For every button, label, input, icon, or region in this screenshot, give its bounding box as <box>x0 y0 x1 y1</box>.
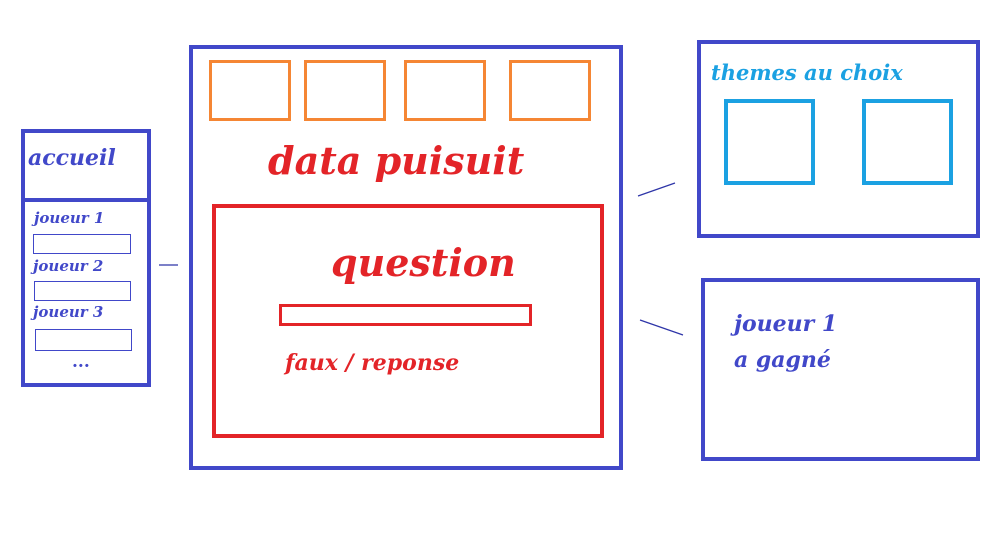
accueil-title: accueil <box>28 145 116 171</box>
player-2-input[interactable] <box>34 281 131 301</box>
question-panel <box>212 204 604 438</box>
category-tile-1[interactable] <box>209 60 291 121</box>
winner-panel <box>701 278 980 461</box>
question-title: question <box>331 240 516 285</box>
winner-line-1: joueur 1 <box>734 311 838 337</box>
connector-main-themes <box>637 182 676 197</box>
category-tile-3[interactable] <box>404 60 486 121</box>
themes-title: themes au choix <box>711 60 903 85</box>
theme-option-1[interactable] <box>724 99 815 185</box>
game-title: data puisuit <box>268 138 525 183</box>
player-1-label: joueur 1 <box>34 209 105 227</box>
player-3-label: joueur 3 <box>33 303 104 321</box>
accueil-header-divider <box>21 198 151 202</box>
category-tile-2[interactable] <box>304 60 386 121</box>
themes-panel <box>697 40 980 238</box>
theme-option-2[interactable] <box>862 99 953 185</box>
answer-result: faux / reponse <box>285 350 460 376</box>
game-panel <box>189 45 623 470</box>
winner-line-2: a gagné <box>734 347 831 373</box>
player-2-label: joueur 2 <box>33 257 104 275</box>
category-tile-4[interactable] <box>509 60 591 121</box>
answer-input[interactable] <box>279 304 532 326</box>
player-3-input[interactable] <box>35 329 132 351</box>
player-1-input[interactable] <box>33 234 131 254</box>
accueil-panel <box>21 129 151 387</box>
more-players-ellipsis: ... <box>72 352 90 372</box>
connector-main-winner <box>639 319 684 336</box>
